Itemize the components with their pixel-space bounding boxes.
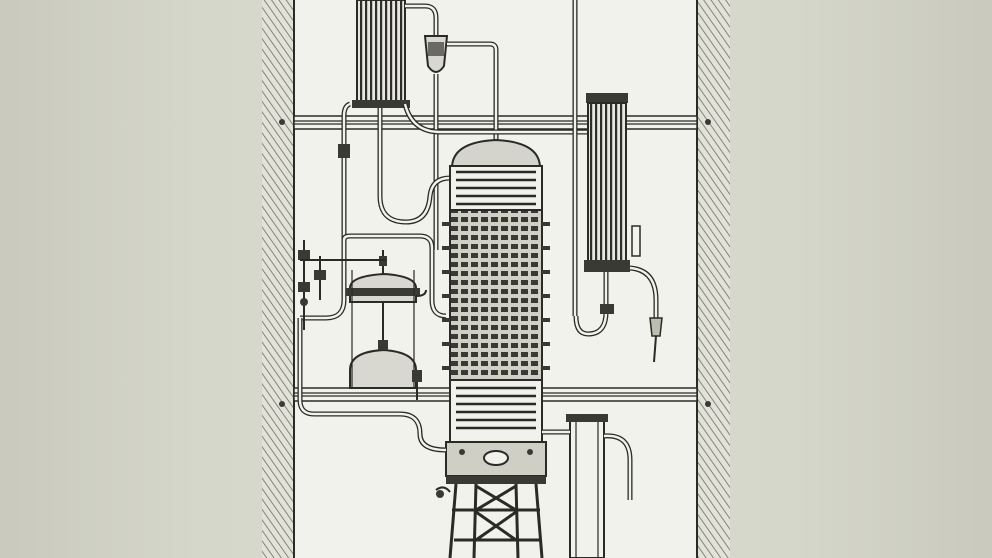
boiler-base — [445, 441, 547, 484]
rectifying-column — [442, 138, 550, 443]
left-valve-cluster — [298, 240, 386, 330]
left-wall-hatch — [262, 0, 294, 558]
standpipe — [542, 414, 633, 558]
support-tower — [448, 483, 544, 558]
feed-vessel-upper — [346, 250, 420, 303]
right-condenser — [572, 0, 663, 363]
separator-bulb — [423, 35, 449, 250]
top-condenser — [352, 0, 439, 108]
right-wall-hatch — [697, 0, 730, 558]
